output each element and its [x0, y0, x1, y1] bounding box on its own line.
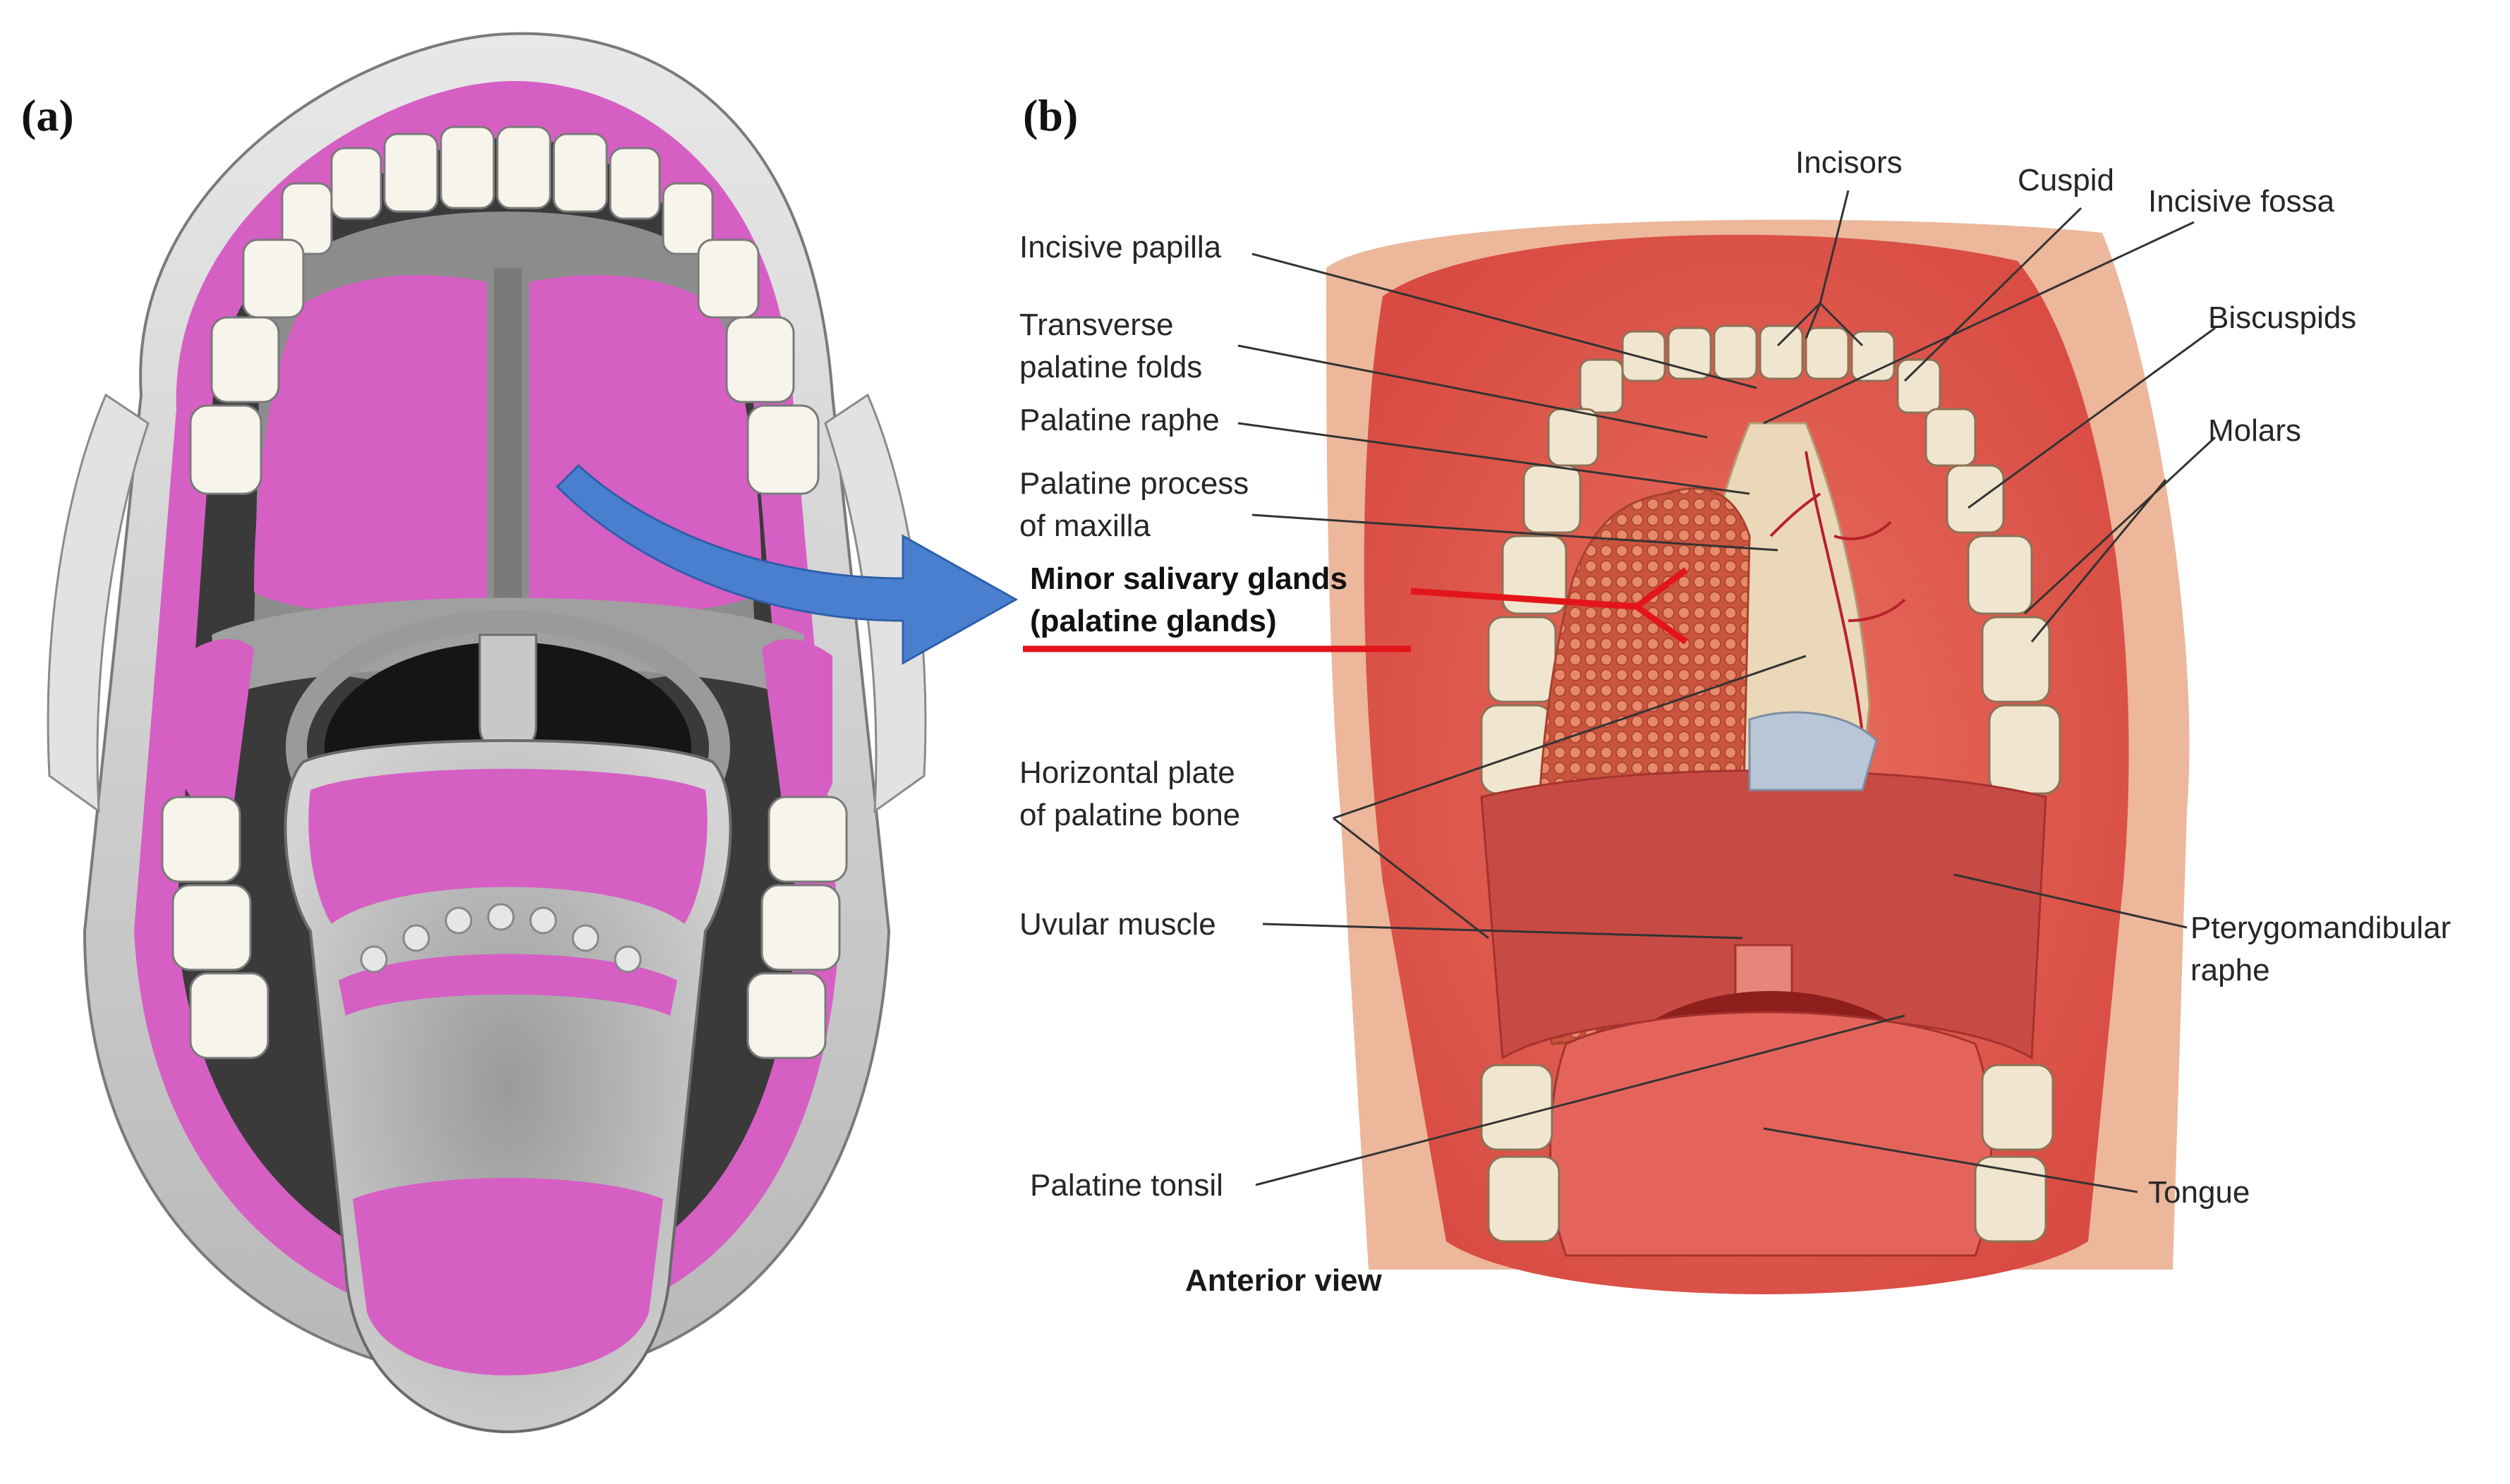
label-horizontal-plate-2: of palatine bone [1019, 798, 1240, 832]
panel-b-letter: (b) [1023, 90, 1078, 140]
panel-a-letter: (a) [21, 90, 74, 140]
label-tongue: Tongue [2148, 1175, 2250, 1210]
label-pterygomandibular-2: raphe [2190, 953, 2270, 987]
salivary-gland-marker [1023, 567, 1688, 652]
label-incisive-papilla: Incisive papilla [1019, 230, 1222, 264]
label-minor-salivary-glands-2: (palatine glands) [1030, 604, 1277, 638]
label-incisors: Incisors [1795, 145, 1903, 180]
panel-b-palate-illustration [1326, 219, 2190, 1295]
palatine-vessels [1769, 451, 1906, 734]
label-transverse-palatine-folds-2: palatine folds [1019, 350, 1202, 384]
leader-lines [1237, 190, 2217, 1193]
label-palatine-tonsil: Palatine tonsil [1030, 1168, 1223, 1203]
tongue-b [1549, 1011, 1992, 1257]
upper-teeth [189, 126, 820, 495]
upper-dental-arch [1480, 324, 2061, 795]
palatine-aponeurosis [1748, 711, 1878, 791]
labels: Incisors Cuspid Incisive fossa Incisive … [1019, 145, 2451, 1298]
label-horizontal-plate-1: Horizontal plate [1019, 755, 1235, 790]
label-palatine-raphe: Palatine raphe [1019, 403, 1220, 437]
label-palatine-process-2: of maxilla [1019, 509, 1151, 543]
panel-a-mouth-illustration [47, 32, 927, 1434]
lower-molars [1480, 1064, 2054, 1243]
label-cuspid: Cuspid [2018, 163, 2114, 197]
label-anterior-view: Anterior view [1185, 1263, 1383, 1298]
palate-highlight-left [254, 275, 487, 614]
label-minor-salivary-glands-1: Minor salivary glands [1030, 561, 1347, 596]
label-molars: Molars [2208, 413, 2301, 448]
blue-pointer-arrow [555, 463, 1019, 665]
label-uvular-muscle: Uvular muscle [1019, 907, 1216, 942]
label-palatine-process-1: Palatine process [1019, 466, 1249, 501]
tongue-tip-highlight [353, 1178, 663, 1375]
soft-palate-highlight-right [762, 639, 832, 813]
palate-highlight-right [529, 275, 762, 614]
tongue-mid-band [339, 954, 677, 1016]
cheek-left [47, 393, 150, 814]
uvula [478, 633, 538, 754]
soft-palate-highlight-left [183, 639, 254, 813]
label-incisive-fossa: Incisive fossa [2148, 184, 2335, 219]
label-pterygomandibular-1: Pterygomandibular [2190, 911, 2451, 945]
tongue-back-highlight [308, 769, 708, 924]
circumvallate-papillae [360, 903, 642, 973]
label-biscuspids: Biscuspids [2208, 300, 2356, 335]
lower-teeth [161, 796, 848, 1059]
label-transverse-palatine-folds-1: Transverse [1019, 308, 1173, 342]
